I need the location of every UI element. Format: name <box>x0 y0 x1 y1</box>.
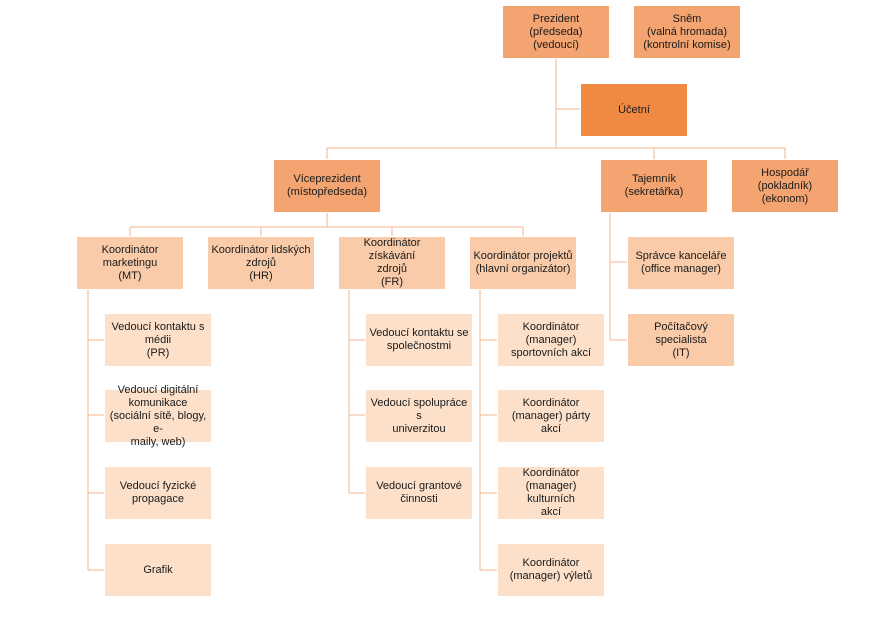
node-vedouci-fyzicke-propagace: Vedoucí fyzické propagace <box>104 466 212 520</box>
node-vedouci-grantove-cinnosti: Vedoucí grantové činnosti <box>365 466 473 520</box>
node-viceprezident: Víceprezident (místopředseda) <box>273 159 381 213</box>
node-president: Prezident (předseda) (vedoucí) <box>502 5 610 59</box>
node-vedouci-kontaktu-s-medii: Vedoucí kontaktu s médii (PR) <box>104 313 212 367</box>
node-spravce-kancelare: Správce kanceláře (office manager) <box>627 236 735 290</box>
node-vedouci-digitalni-komunikace: Vedoucí digitální komunikace (sociální s… <box>104 384 212 448</box>
node-koordinator-marketingu: Koordinátor marketingu (MT) <box>76 236 184 290</box>
node-koordinator-projektu: Koordinátor projektů (hlavní organizátor… <box>469 236 577 290</box>
node-vedouci-kontaktu-se-spolecnostmi: Vedoucí kontaktu se společnostmi <box>365 313 473 367</box>
node-pocitacovy-specialista: Počítačový specialista (IT) <box>627 313 735 367</box>
node-hospodar: Hospodář (pokladník) (ekonom) <box>731 159 839 213</box>
node-koordinator-kulturnich-akci: Koordinátor (manager) kulturních akcí <box>497 466 605 520</box>
node-vedouci-spoluprace-s-univerzitou: Vedoucí spolupráce s univerzitou <box>365 389 473 443</box>
node-grafik: Grafik <box>104 543 212 597</box>
node-koordinator-lidskych-zdroju: Koordinátor lidských zdrojů (HR) <box>207 236 315 290</box>
node-snem: Sněm (valná hromada) (kontrolní komise) <box>633 5 741 59</box>
node-tajemnik: Tajemník (sekretářka) <box>600 159 708 213</box>
node-ucetni: Účetní <box>580 83 688 137</box>
node-koordinator-sportovnich-akci: Koordinátor (manager) sportovních akcí <box>497 313 605 367</box>
node-koordinator-vyletu: Koordinátor (manager) výletů <box>497 543 605 597</box>
node-koordinator-ziskavani-zdroju: Koordinátor získávání zdrojů (FR) <box>338 236 446 290</box>
node-koordinator-party-akci: Koordinátor (manager) párty akcí <box>497 389 605 443</box>
